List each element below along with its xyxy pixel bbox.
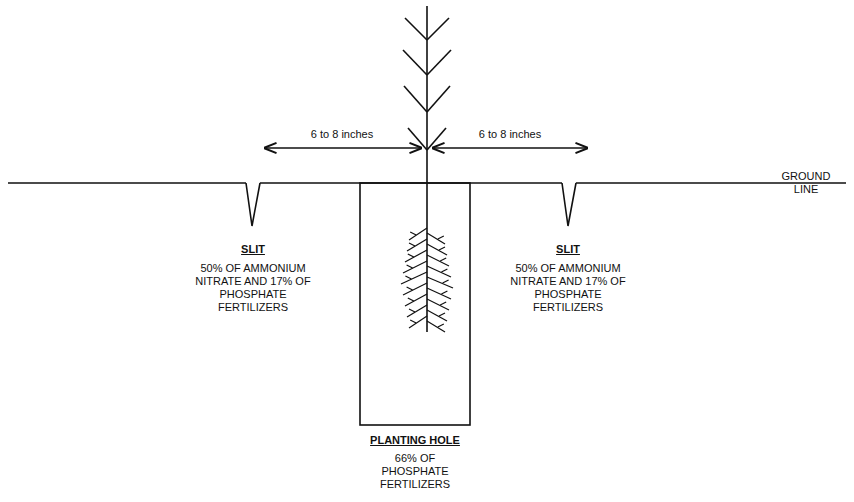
planting-hole xyxy=(360,183,470,425)
root xyxy=(407,239,427,251)
root xyxy=(427,233,445,244)
root xyxy=(409,243,415,246)
root xyxy=(408,254,414,257)
root xyxy=(427,277,453,288)
fertilizer-note: 50% OF AMMONIUM NITRATE AND 17% OF PHOSP… xyxy=(507,262,629,314)
root xyxy=(427,299,449,310)
root xyxy=(438,236,444,239)
root xyxy=(405,250,427,262)
root xyxy=(405,294,427,306)
root xyxy=(405,276,411,279)
branch xyxy=(427,128,446,150)
root xyxy=(438,324,444,327)
fertilizer-note: 50% OF AMMONIUM NITRATE AND 17% OF PHOSP… xyxy=(192,262,314,314)
branch xyxy=(427,18,449,40)
root xyxy=(427,255,449,266)
dimension-label: 6 to 8 inches xyxy=(282,128,402,141)
tree-branches xyxy=(403,18,451,150)
root xyxy=(440,302,446,305)
left-slit xyxy=(246,183,260,226)
root xyxy=(427,321,445,332)
planting-hole-label: PLANTING HOLE xyxy=(355,434,475,447)
root xyxy=(427,266,451,277)
root xyxy=(410,232,416,235)
root xyxy=(409,228,427,240)
root xyxy=(407,305,427,317)
branch xyxy=(408,128,427,150)
branch xyxy=(405,18,427,40)
root xyxy=(403,283,427,295)
branch xyxy=(427,50,451,75)
root xyxy=(427,244,447,255)
root xyxy=(439,313,445,316)
branch xyxy=(427,86,450,112)
branch xyxy=(404,86,427,112)
root xyxy=(403,261,427,273)
dimension-arrow xyxy=(433,147,587,149)
root xyxy=(410,320,416,323)
root xyxy=(427,310,447,321)
root xyxy=(407,265,413,268)
right-slit xyxy=(562,183,576,226)
root xyxy=(441,291,447,294)
dimension-arrow xyxy=(265,147,421,149)
root xyxy=(401,272,427,284)
fertilizer-note: 66% OF PHOSPHATE FERTILIZERS xyxy=(373,452,457,491)
root xyxy=(440,258,446,261)
root xyxy=(443,280,449,283)
slit-label: SLIT xyxy=(538,243,598,256)
dimension-label: 6 to 8 inches xyxy=(450,128,570,141)
root xyxy=(441,269,447,272)
ground-line-label: GROUND LINE xyxy=(771,170,841,196)
root xyxy=(409,309,415,312)
tree-roots xyxy=(401,228,453,332)
root xyxy=(409,316,427,328)
branch xyxy=(403,50,427,75)
root xyxy=(408,298,414,301)
root xyxy=(407,287,413,290)
root xyxy=(427,288,451,299)
root xyxy=(439,247,445,250)
slit-label: SLIT xyxy=(223,243,283,256)
